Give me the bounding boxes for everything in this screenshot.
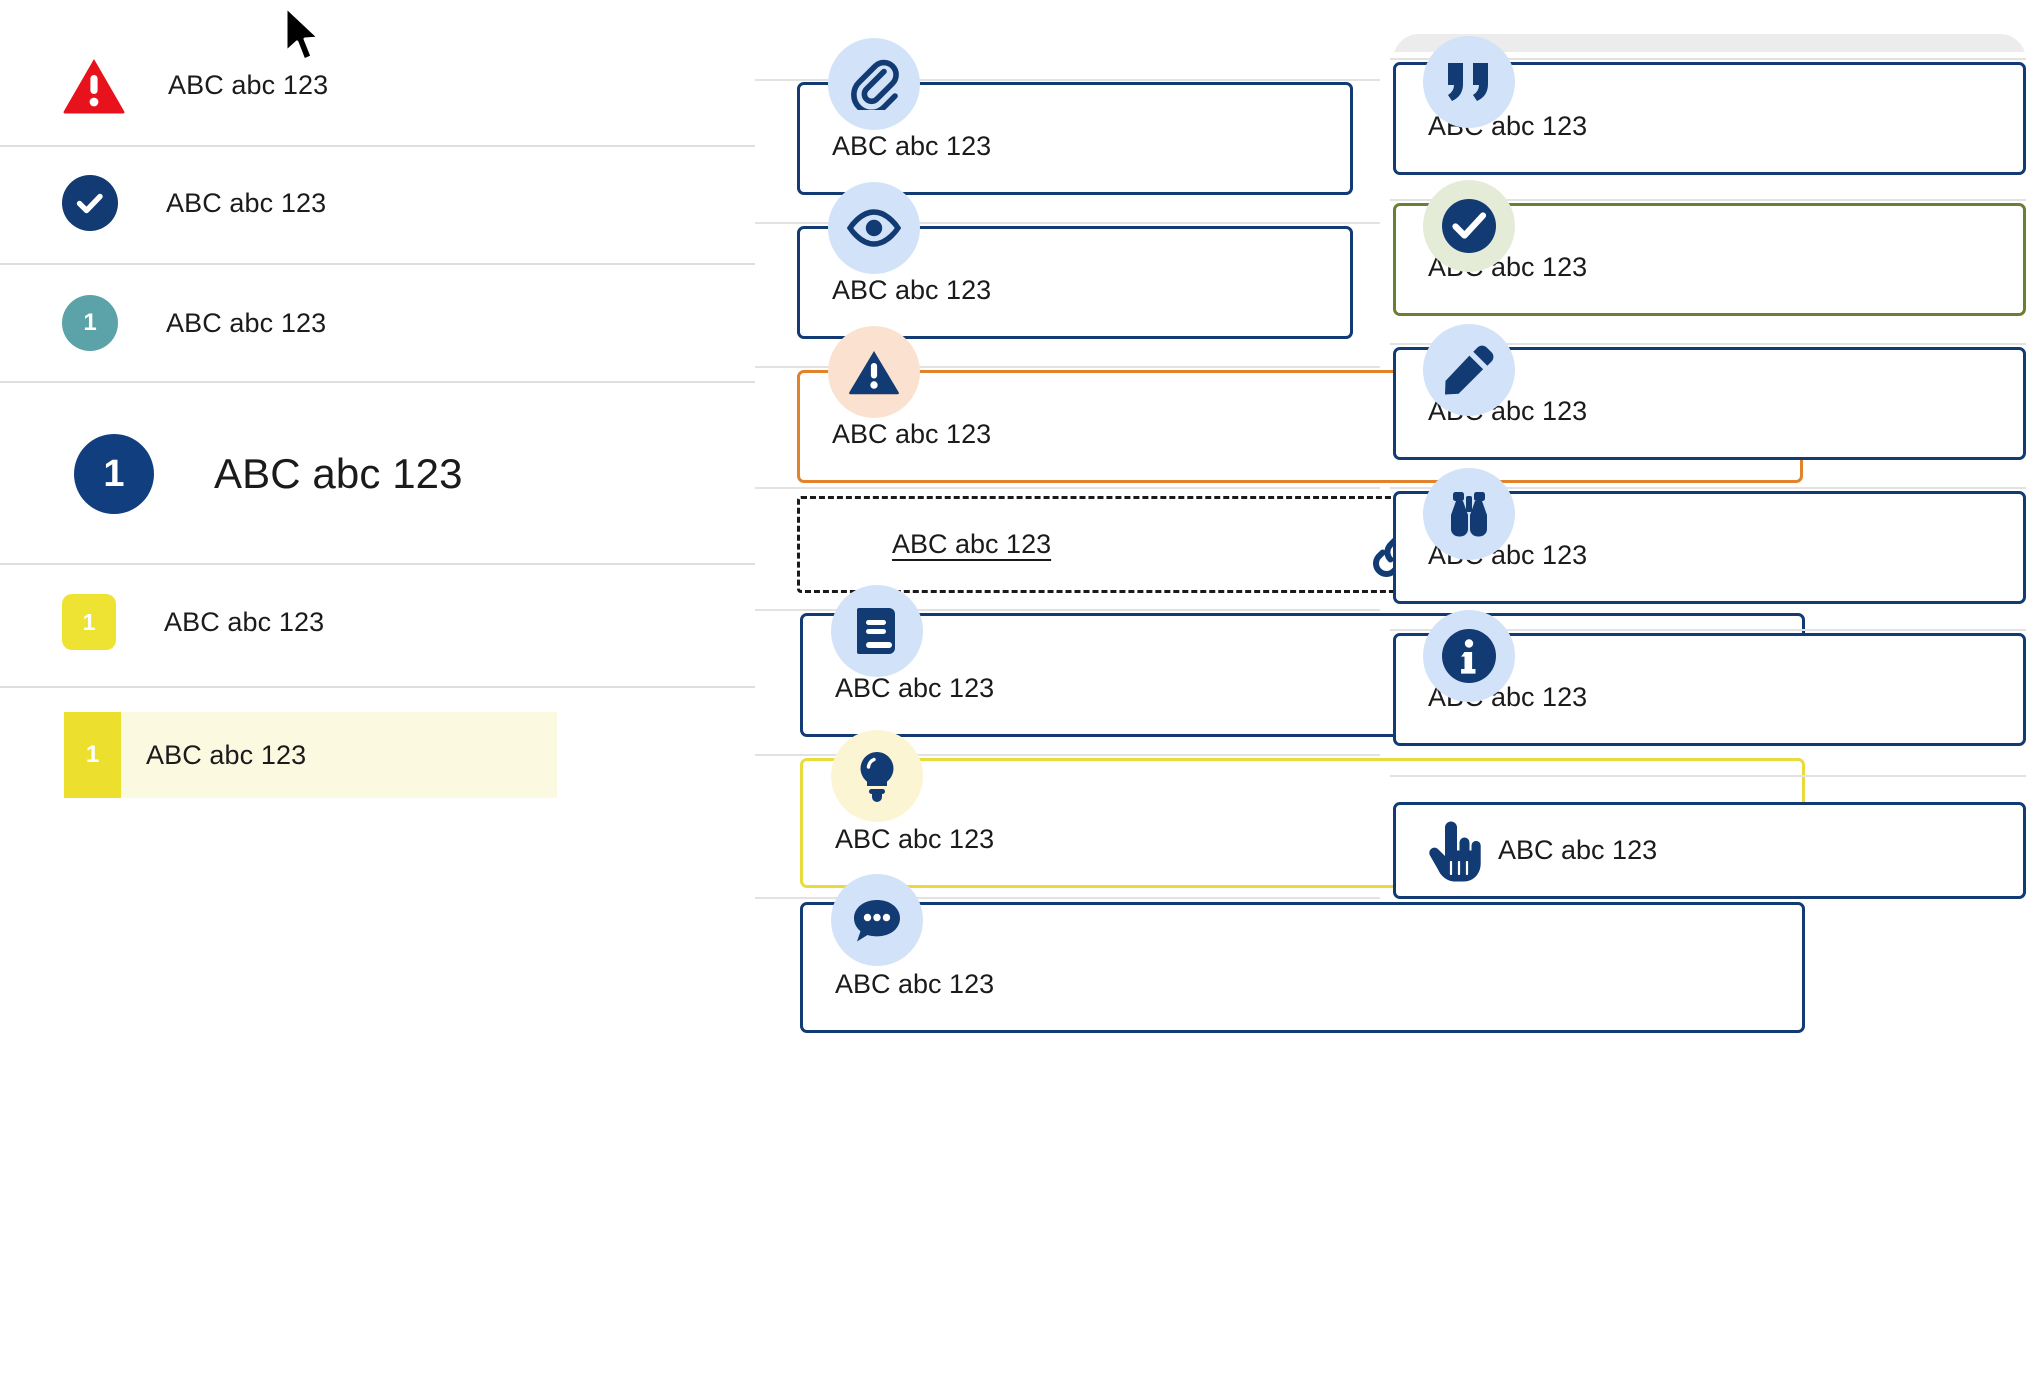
pencil-icon [1423, 324, 1515, 416]
binoculars-icon [1423, 468, 1515, 560]
count-badge-large: 1 [74, 434, 154, 514]
count-badge: 1 [62, 295, 118, 351]
middle-card-column: ABC abc 123 ABC abc 123 ABC abc 123 [755, 0, 1805, 1392]
card-link-label[interactable]: ABC abc 123 [892, 529, 1052, 559]
triangle-warning-icon [62, 57, 126, 114]
left-list-column: ABC abc 123 ABC abc 123 1 ABC abc 123 1 … [0, 0, 755, 1392]
count-badge-value: 1 [83, 309, 97, 336]
info-icon [1423, 610, 1515, 702]
count-badge-value: 1 [103, 452, 125, 495]
count-badge-flat: 1 [64, 712, 121, 798]
column-divider [1390, 199, 2026, 201]
paperclip-icon [828, 38, 920, 130]
column-divider [755, 487, 1380, 489]
card-action[interactable]: ABC abc 123 [1393, 802, 2026, 899]
column-divider [1390, 775, 2026, 777]
card-label: ABC abc 123 [832, 275, 992, 305]
list-item-featured[interactable]: 1 ABC abc 123 [0, 434, 755, 514]
card-label: ABC abc 123 [832, 419, 992, 449]
left-divider [0, 563, 755, 565]
left-divider [0, 145, 755, 147]
column-divider [755, 222, 1380, 224]
count-badge-square: 1 [62, 594, 116, 650]
list-item-label: ABC abc 123 [214, 450, 463, 497]
column-divider [755, 79, 1380, 81]
card-comment[interactable]: ABC abc 123 [800, 902, 1805, 1033]
list-item[interactable]: ABC abc 123 [0, 56, 755, 114]
list-item[interactable]: ABC abc 123 [0, 175, 755, 231]
left-divider [0, 263, 755, 265]
list-item[interactable]: 1 ABC abc 123 [0, 594, 755, 650]
column-divider [1390, 487, 2026, 489]
card-label: ABC abc 123 [1498, 835, 1658, 865]
lightbulb-icon [831, 730, 923, 822]
comment-icon [831, 874, 923, 966]
list-item[interactable]: 1 ABC abc 123 [0, 295, 755, 351]
column-divider [755, 609, 1380, 611]
list-item-label: ABC abc 123 [164, 606, 325, 637]
warning-icon [828, 326, 920, 418]
book-icon [831, 585, 923, 677]
column-divider [755, 754, 1380, 756]
quote-icon [1423, 36, 1515, 128]
column-divider [755, 366, 1380, 368]
list-item-label: ABC abc 123 [146, 739, 307, 770]
list-item-label: ABC abc 123 [168, 69, 329, 100]
mouse-pointer-icon [283, 5, 327, 67]
panel-top-edge-line [1393, 58, 2026, 60]
card-visibility[interactable]: ABC abc 123 [797, 226, 1353, 339]
column-divider [1390, 343, 2026, 345]
column-divider [755, 897, 1380, 899]
list-item-label: ABC abc 123 [166, 187, 327, 218]
column-divider [1390, 629, 2026, 631]
card-label: ABC abc 123 [835, 969, 995, 999]
left-divider [0, 686, 755, 688]
left-divider [0, 381, 755, 383]
eye-icon [828, 182, 920, 274]
count-badge-value: 1 [85, 741, 100, 768]
hand-pointer-icon [1424, 818, 1486, 884]
right-card-column: ABC abc 123 ABC abc 123 ABC abc 123 [1390, 0, 2026, 1392]
card-label: ABC abc 123 [835, 673, 995, 703]
list-item-label: ABC abc 123 [166, 307, 327, 338]
card-label: ABC abc 123 [832, 131, 992, 161]
list-item-selected[interactable]: 1 ABC abc 123 [64, 712, 557, 798]
check-circle-icon [1423, 180, 1515, 272]
check-circle-icon [62, 175, 118, 231]
count-badge-value: 1 [82, 608, 96, 635]
card-label: ABC abc 123 [835, 824, 995, 854]
